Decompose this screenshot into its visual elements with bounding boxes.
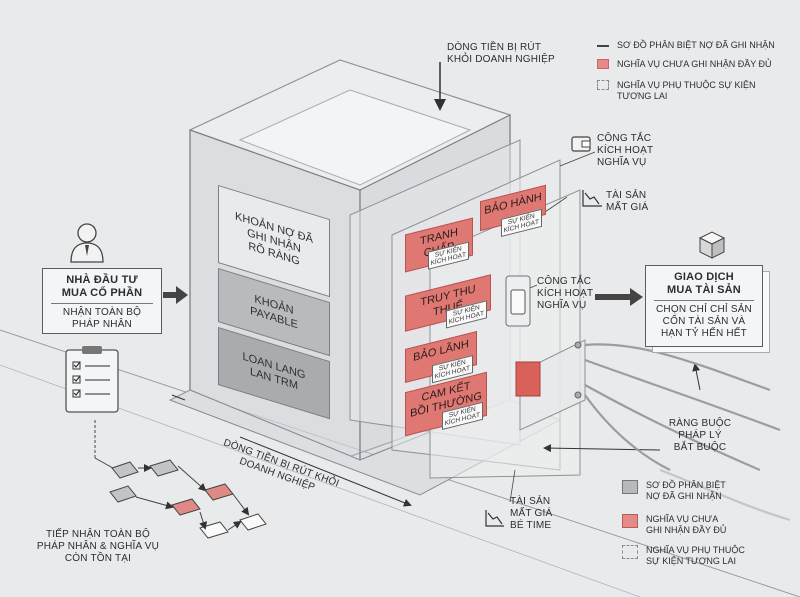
dashed-swatch <box>622 545 638 559</box>
legend-item: Sơ đồ phân biệt nợ đã ghi nhận <box>597 40 775 51</box>
legend-item: Nghĩa vụ chưaghi nhận đầy đủ <box>622 514 726 536</box>
trigger-switch <box>505 275 531 327</box>
asset-cube-icon <box>698 231 726 259</box>
downtrend-icon <box>582 190 602 207</box>
asset-deal-box: Giao dịchmua tài sản Chọn chỉ chỉ sảncốn… <box>645 265 763 347</box>
legend-item: Nghĩa vụ phụ thuộc sự kiện tương lai <box>597 80 777 102</box>
checklist-icon <box>65 346 119 413</box>
chains <box>584 343 791 522</box>
obligation-flowchart <box>94 420 267 539</box>
gray-swatch <box>622 480 638 494</box>
switch-label: Công tắckích hoạtnghĩa vụ <box>537 276 594 311</box>
investor-subtitle: Nhận toàn bộpháp nhân <box>62 307 142 330</box>
legal-binding-label: Ràng buộcpháp lýbắt buộc <box>668 418 732 453</box>
legend-item: Nghĩa vụ chưa ghi nhận đầy đủ <box>597 59 772 70</box>
asset-deal-subtitle: Chọn chỉ chỉ sảncốn tài sản vàhạn tỷ hến… <box>656 304 752 339</box>
legal-chain-plate <box>515 339 586 431</box>
investor-icon <box>70 223 104 263</box>
investor-title: Nhà đầu tưmua cổ phần <box>61 274 143 299</box>
downtrend-icon <box>485 510 504 527</box>
wallet-icon <box>571 136 591 152</box>
top-flow-label: Dòng tiền bị rútkhỏi doanh nghiệp <box>447 42 555 65</box>
line-swatch <box>597 45 609 47</box>
red-swatch <box>622 514 638 528</box>
legend-item: Sơ đồ phân biệtnợ đã ghi nhận <box>622 480 726 502</box>
legend-item: Nghĩa vụ phụ thuộcsự kiện tương lai <box>622 545 745 567</box>
red-swatch <box>597 59 609 69</box>
asset-loss-label: Tài sảnmất giá <box>606 190 649 213</box>
asset-deal-title: Giao dịchmua tài sản <box>667 271 741 296</box>
flowchart-caption: Tiếp nhận toàn bộpháp nhân & nghĩa vụcòn… <box>36 529 160 564</box>
dashed-swatch <box>597 80 609 90</box>
asset-loss-label-bottom: Tài sảnmất giábé time <box>510 496 553 531</box>
investor-box: Nhà đầu tưmua cổ phần Nhận toàn bộpháp n… <box>42 268 162 334</box>
wallet-label: Công tắckích hoạtnghĩa vụ <box>597 133 654 168</box>
